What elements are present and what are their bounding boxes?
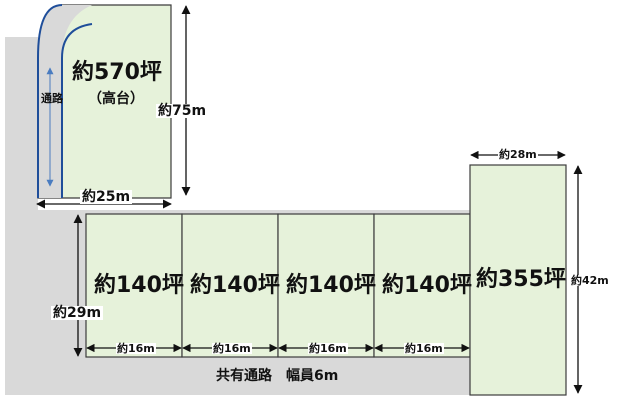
lot-2-area: 約140坪 <box>190 273 280 298</box>
lots-depth-label: 約29m <box>51 305 104 321</box>
lot-3-width-label: 約16m <box>308 342 348 355</box>
lot-3-area: 約140坪 <box>286 273 376 298</box>
passage-border-inner <box>61 23 93 198</box>
lot-2 <box>181 213 279 358</box>
top-lot-note: （高台） <box>88 91 144 107</box>
passage-label: 通路 <box>41 92 63 105</box>
lot-4-width-label: 約16m <box>404 342 444 355</box>
top-lot-height-label: 約75m <box>156 103 209 119</box>
large-lot-height-label: 約42m <box>570 274 610 287</box>
top-lot-area: 約570坪 <box>72 60 162 85</box>
lot-3 <box>277 213 375 358</box>
lot-1-area: 約140坪 <box>94 273 184 298</box>
lot-4 <box>373 213 471 358</box>
shared-road-label: 共有通路 幅員6m <box>216 368 339 384</box>
lot-1-width-label: 約16m <box>116 342 156 355</box>
large-lot-width-label: 約28m <box>498 148 538 161</box>
lot-1 <box>85 213 183 358</box>
lot-4-area: 約140坪 <box>382 273 472 298</box>
large-lot <box>469 164 567 396</box>
large-lot-area: 約355坪 <box>476 267 566 292</box>
top-lot-width-label: 約25m <box>80 189 133 205</box>
passage-border-outer <box>37 4 63 198</box>
lot-2-width-label: 約16m <box>212 342 252 355</box>
